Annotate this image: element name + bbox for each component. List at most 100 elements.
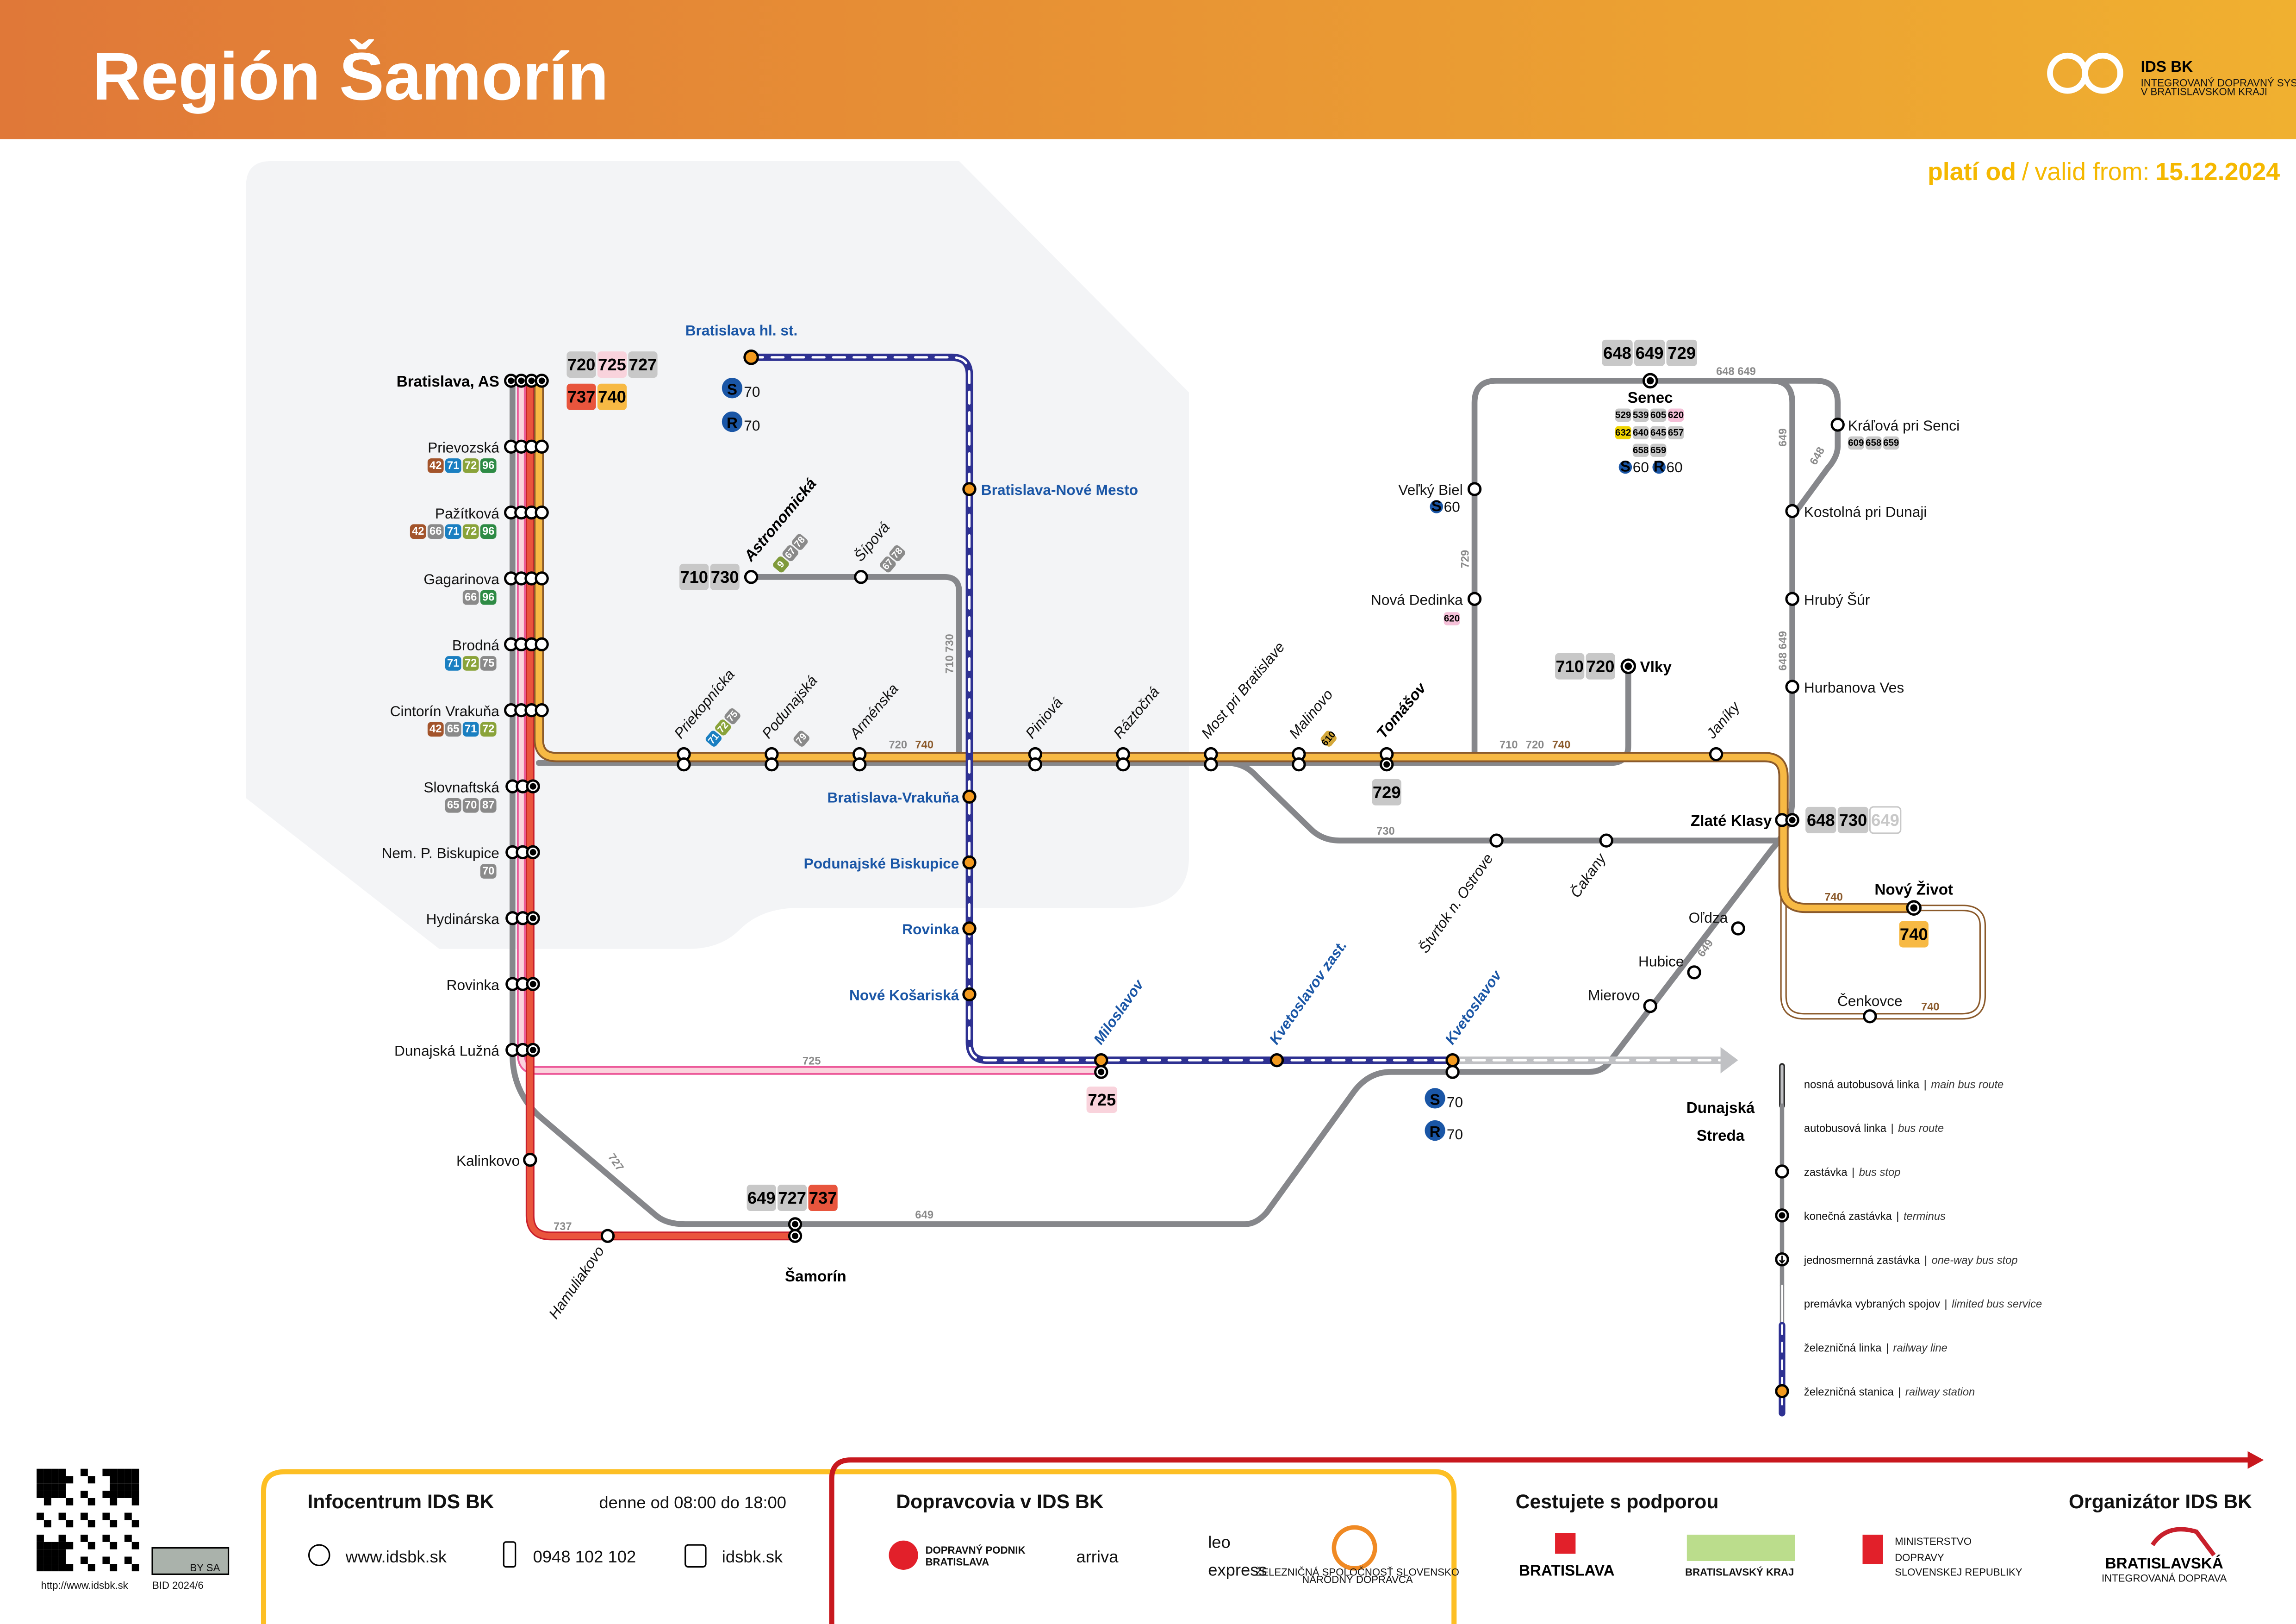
qr-url[interactable]: http://www.idsbk.sk	[41, 1580, 129, 1591]
railway-station-icon[interactable]	[743, 350, 759, 365]
route-badge[interactable]	[480, 798, 497, 813]
route-badge[interactable]	[566, 383, 596, 410]
stop-icon[interactable]	[677, 757, 691, 772]
route-badge[interactable]	[597, 383, 627, 410]
route-badge[interactable]	[462, 590, 479, 605]
railway-station-icon[interactable]	[962, 789, 977, 804]
route-badge[interactable]	[1899, 921, 1929, 948]
railway-station-icon[interactable]	[962, 482, 977, 496]
stop-icon[interactable]	[1687, 965, 1701, 980]
legend-bus-stop-icon[interactable]	[1775, 1164, 1789, 1179]
route-badge[interactable]	[462, 722, 479, 737]
stop-icon[interactable]	[1445, 1065, 1460, 1079]
website-link[interactable]: www.idsbk.sk	[345, 1547, 447, 1566]
route-badge[interactable]	[427, 458, 444, 473]
route-badge[interactable]	[710, 563, 740, 590]
stop-icon[interactable]	[1467, 482, 1482, 496]
railway-station-icon[interactable]	[962, 855, 977, 870]
route-badge[interactable]	[462, 524, 479, 539]
route-badge[interactable]	[445, 524, 461, 539]
stop-icon[interactable]	[1292, 757, 1306, 772]
route-badge[interactable]	[480, 524, 497, 539]
route-badge[interactable]	[1372, 779, 1401, 806]
route-badge[interactable]	[462, 458, 479, 473]
route-badge[interactable]	[445, 458, 461, 473]
route-badge[interactable]	[1805, 806, 1836, 833]
route-badge[interactable]	[1668, 426, 1684, 439]
route-badge[interactable]	[427, 722, 444, 737]
stop-icon[interactable]	[1028, 757, 1043, 772]
route-badge[interactable]	[1837, 806, 1869, 833]
route-badge[interactable]	[480, 656, 497, 671]
route-badge[interactable]	[462, 798, 479, 813]
trunk-stop-icon[interactable]	[535, 703, 549, 718]
route-badge[interactable]	[1586, 653, 1615, 680]
route-badge[interactable]	[790, 533, 809, 551]
route-badge[interactable]	[781, 544, 800, 562]
stop-icon[interactable]	[765, 757, 779, 772]
route-badge[interactable]	[1650, 426, 1667, 439]
route-badge[interactable]	[704, 730, 723, 748]
route-badge[interactable]	[1086, 1087, 1118, 1113]
route-badge[interactable]	[427, 524, 444, 539]
route-badge[interactable]	[888, 544, 907, 562]
route-badge[interactable]	[772, 555, 790, 574]
route-badge[interactable]	[1602, 339, 1633, 366]
stop-icon[interactable]	[744, 570, 759, 584]
stop-icon[interactable]	[1599, 833, 1613, 848]
stop-icon[interactable]	[1863, 1009, 1877, 1024]
route-badge[interactable]	[480, 864, 497, 879]
route-badge[interactable]	[480, 458, 497, 473]
route-badge[interactable]	[628, 351, 658, 378]
route-badge[interactable]	[1615, 408, 1631, 422]
route-badge[interactable]	[1869, 806, 1902, 834]
stop-icon[interactable]	[1489, 833, 1504, 848]
stop-icon[interactable]	[1785, 504, 1799, 518]
route-badge[interactable]	[1865, 436, 1882, 450]
route-badge[interactable]	[1319, 730, 1338, 748]
stop-icon[interactable]	[523, 1153, 537, 1167]
trunk-stop-icon[interactable]	[535, 439, 549, 454]
route-badge[interactable]	[1650, 443, 1667, 457]
route-badge[interactable]	[480, 722, 497, 737]
trunk-stop-icon[interactable]	[535, 571, 549, 586]
route-badge[interactable]	[714, 718, 732, 737]
stop-icon[interactable]	[1467, 592, 1482, 606]
facebook-link[interactable]: idsbk.sk	[722, 1547, 783, 1566]
stop-icon[interactable]	[1830, 418, 1845, 432]
trunk-stop-icon[interactable]	[535, 505, 549, 520]
route-badge[interactable]	[566, 351, 596, 378]
route-badge[interactable]	[1668, 408, 1684, 422]
railway-station-icon[interactable]	[1094, 1053, 1108, 1068]
route-badge[interactable]	[1848, 436, 1864, 450]
railway-station-icon[interactable]	[962, 921, 977, 936]
railway-station-icon[interactable]	[1269, 1053, 1284, 1068]
route-badge[interactable]	[723, 707, 742, 725]
route-badge[interactable]	[747, 1185, 776, 1211]
stop-icon[interactable]	[852, 757, 867, 772]
route-badge[interactable]	[1615, 426, 1631, 439]
route-badge[interactable]	[445, 798, 461, 813]
qr-code[interactable]	[37, 1468, 139, 1572]
stop-icon[interactable]	[600, 1229, 615, 1243]
stop-icon[interactable]	[1204, 757, 1218, 772]
route-badge[interactable]	[1632, 443, 1649, 457]
route-badge[interactable]	[597, 351, 627, 378]
stop-icon[interactable]	[1709, 747, 1724, 762]
stop-icon[interactable]	[1643, 999, 1657, 1013]
route-badge[interactable]	[1555, 653, 1585, 680]
route-badge[interactable]	[410, 524, 426, 539]
stop-icon[interactable]	[1785, 680, 1799, 694]
stop-icon[interactable]	[1116, 757, 1130, 772]
route-badge[interactable]	[445, 656, 461, 671]
trunk-stop-icon[interactable]	[535, 637, 549, 651]
route-badge[interactable]	[1632, 426, 1649, 439]
railway-station-icon[interactable]	[962, 987, 977, 1002]
route-badge[interactable]	[462, 656, 479, 671]
stop-icon[interactable]	[1731, 921, 1745, 936]
stop-icon[interactable]	[1785, 592, 1799, 606]
legend-railway-station-icon[interactable]	[1775, 1384, 1789, 1399]
route-badge[interactable]	[808, 1185, 838, 1211]
route-badge[interactable]	[878, 555, 897, 574]
stop-icon[interactable]	[854, 570, 868, 584]
